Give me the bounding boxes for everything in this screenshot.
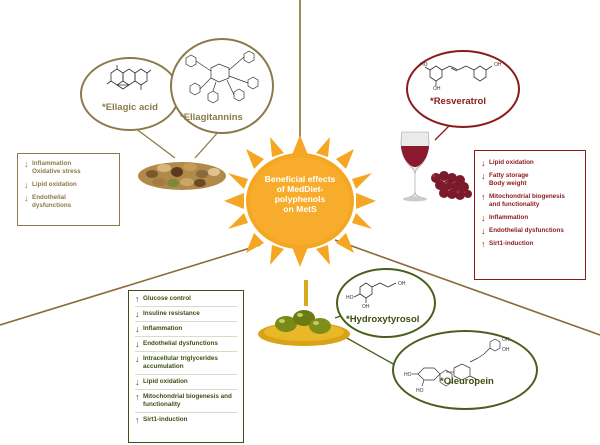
svg-text:HO: HO: [416, 388, 424, 394]
effect-arrow: ↑: [135, 415, 140, 425]
olive-effects-box: ↑Glucose control↓Insuline resistance↓Inf…: [128, 290, 244, 443]
effect-item: ↓Endothelial dysfunctions: [24, 194, 113, 210]
effect-item: ↓Inflammation: [135, 325, 237, 337]
ellagic-acid-structure-icon: [106, 65, 152, 90]
effect-item: ↓Lipid oxidation: [24, 180, 113, 190]
hydroxytyrosol-structure-icon: OH HO OH: [346, 281, 406, 310]
effect-item: ↓Insuline resistance: [135, 310, 237, 322]
effect-arrow: ↓: [135, 324, 140, 334]
effect-text: Lipid oxidation: [32, 181, 77, 188]
effect-item: ↑Mitochondrial biogenesis and functional…: [481, 193, 579, 209]
wine-effects-box: ↓Lipid oxidation↓Fatty storage Body weig…: [474, 150, 586, 280]
sun-graphic: [224, 135, 376, 267]
svg-text:OH: OH: [502, 337, 510, 343]
effect-text: Endothelial dysfunctions: [489, 227, 564, 234]
effect-item: ↓Endothelial dysfunctions: [135, 340, 237, 352]
effect-arrow: ↓: [135, 377, 140, 387]
effect-item: ↓Endothelial dysfunctions: [481, 226, 579, 236]
effect-text: Mitochondrial biogenesis and functionali…: [489, 193, 565, 208]
effect-item: ↑Glucose control: [135, 295, 237, 307]
oleuropein-structure-icon: OH OH HO HO: [404, 337, 510, 394]
effect-arrow: ↓: [135, 309, 140, 319]
svg-text:OH: OH: [362, 304, 370, 310]
effect-item: ↓Inflammation Oxidative stress: [24, 160, 113, 176]
ellagitannins-structure-icon: [185, 50, 259, 104]
effect-arrow: ↓: [481, 158, 486, 168]
effect-text: Sirt1-induction: [489, 240, 534, 247]
effect-arrow: ↓: [24, 159, 29, 169]
olive-oil-image: [258, 280, 350, 346]
nuts-image: [138, 162, 226, 190]
effect-arrow: ↓: [481, 213, 486, 223]
effect-text: Lipid oxidation: [489, 159, 534, 166]
effect-item: ↓Intracellular triglycerides accumulatio…: [135, 355, 237, 375]
oleuropein-ellipse: [392, 330, 538, 410]
ellagic-acid-label: *Ellagic acid: [102, 102, 158, 113]
nuts-effects-box: ↓Inflammation Oxidative stress↓Lipid oxi…: [17, 153, 120, 226]
effect-arrow: ↑: [135, 294, 140, 304]
effect-arrow: ↓: [481, 226, 486, 236]
effect-arrow: ↑: [481, 192, 486, 202]
effect-arrow: ↓: [24, 180, 29, 190]
effect-item: ↓Lipid oxidation: [135, 378, 237, 390]
effect-text: Lipid oxidation: [143, 378, 188, 385]
svg-text:OH: OH: [502, 347, 510, 353]
resveratrol-label: *Resveratrol: [430, 96, 486, 107]
effect-text: Intracellular triglycerides accumulation: [143, 355, 218, 370]
effect-item: ↓Lipid oxidation: [481, 158, 579, 168]
effect-arrow: ↓: [135, 354, 140, 364]
svg-text:HO: HO: [346, 295, 354, 301]
effect-item: ↑Mitochondrial biogenesis and functional…: [135, 393, 237, 413]
effect-text: Endothelial dysfunctions: [32, 194, 72, 209]
oleuropein-label: *Oleuropein: [440, 376, 494, 387]
svg-text:OH: OH: [398, 281, 406, 287]
effect-item: ↑Sirt1-induction: [481, 239, 579, 249]
effect-text: Glucose control: [143, 295, 191, 302]
effect-text: Inflammation Oxidative stress: [32, 160, 81, 175]
effect-arrow: ↑: [135, 392, 140, 402]
effect-item: ↓Fatty storage Body weight: [481, 172, 579, 188]
hydroxytyrosol-label: *Hydroxytyrosol: [346, 314, 420, 325]
hydroxytyrosol-ellipse: [336, 268, 436, 338]
resveratrol-ellipse: [406, 50, 520, 128]
effect-text: Inflammation: [143, 325, 183, 332]
resveratrol-structure-icon: OH HO OH: [420, 62, 502, 90]
ellagitannins-ellipse: [170, 38, 274, 134]
center-title: Beneficial effects of MedDiet- polypheno…: [264, 174, 336, 214]
effect-item: ↑Sirt1-induction: [135, 416, 237, 427]
svg-text:OH: OH: [433, 86, 441, 90]
effect-text: Insuline resistance: [143, 310, 200, 317]
svg-text:OH: OH: [494, 62, 502, 68]
svg-text:HO: HO: [404, 372, 412, 378]
effect-item: ↓Inflammation: [481, 213, 579, 223]
effect-text: Mitochondrial biogenesis and functionali…: [143, 393, 232, 408]
effect-arrow: ↑: [481, 239, 486, 249]
ellagitannins-label: *Ellagitannins: [180, 112, 243, 123]
effect-arrow: ↓: [24, 193, 29, 203]
effect-arrow: ↓: [481, 171, 486, 181]
wine-grapes-image: [400, 131, 472, 202]
effect-text: Sirt1-induction: [143, 416, 188, 423]
effect-text: Inflammation: [489, 214, 529, 221]
effect-text: Endothelial dysfunctions: [143, 340, 218, 347]
svg-text:HO: HO: [420, 62, 428, 68]
effect-text: Fatty storage Body weight: [489, 172, 529, 187]
effect-arrow: ↓: [135, 339, 140, 349]
